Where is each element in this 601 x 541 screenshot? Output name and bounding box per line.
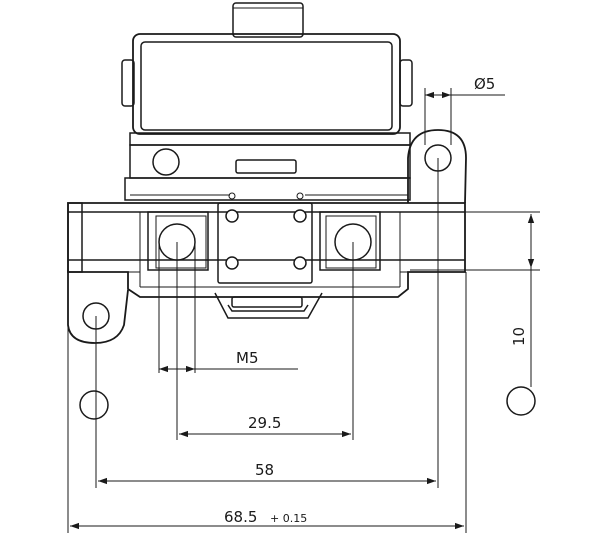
thread-label: M5 [236,349,259,367]
bottom-plunger [214,292,323,319]
alt-hole-left [79,390,109,420]
left-mounting-ear [67,270,129,344]
mount-hole-spacing-label: 58 [255,461,274,479]
center-cover [217,192,313,284]
left-terminal [147,211,209,271]
overall-width-label: 68.5 [224,508,257,526]
hole-diameter-label: Ø5 [474,75,495,93]
right-mounting-ear [407,129,467,204]
dimension-lines [67,88,540,533]
alt-hole-right [506,386,536,416]
right-terminal [319,211,381,271]
overall-width-tolerance: + 0.15 [270,512,307,525]
actuator-head [121,2,413,179]
terminal-spacing-label: 29.5 [248,414,281,432]
base-body [67,177,466,298]
pin-circle [152,148,180,176]
vertical-offset-label: 10 [510,327,528,346]
